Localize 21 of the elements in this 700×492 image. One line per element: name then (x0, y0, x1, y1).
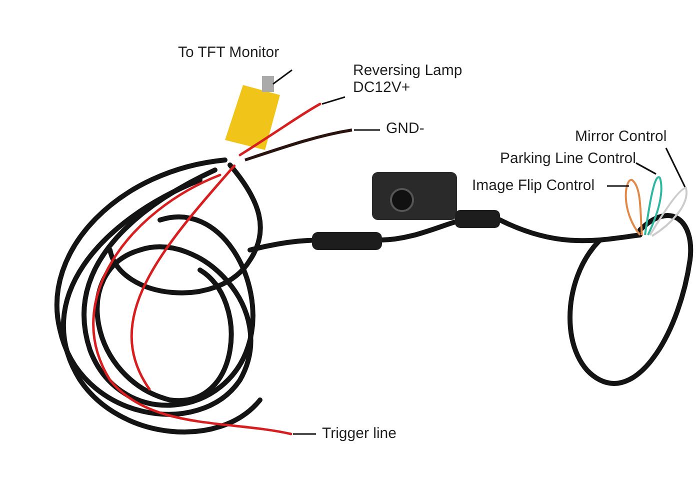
wire-drawing (644, 176, 662, 236)
callout-label: Parking Line Control (500, 150, 636, 167)
callout-label: Mirror Control (575, 128, 667, 145)
leader-line (607, 185, 629, 187)
callout-label: Trigger line (322, 425, 396, 442)
wire-drawing (649, 187, 688, 237)
leader-line (665, 148, 686, 188)
callout-label: To TFT Monitor (178, 44, 280, 61)
wire-drawing (624, 179, 643, 236)
leader-line (322, 96, 346, 105)
wire-drawing (238, 102, 322, 156)
wire-drawing (92, 174, 292, 436)
rca-plug-drawing (225, 76, 280, 150)
callout-label: GND- (386, 120, 424, 137)
leader-line (272, 69, 292, 85)
leader-line (354, 129, 380, 131)
callout-label: Reversing Lamp DC12V+ (353, 62, 488, 96)
leader-line (293, 433, 316, 435)
leader-line (636, 162, 656, 175)
wire-drawing (244, 128, 352, 162)
callout-label: Image Flip Control (472, 177, 595, 194)
